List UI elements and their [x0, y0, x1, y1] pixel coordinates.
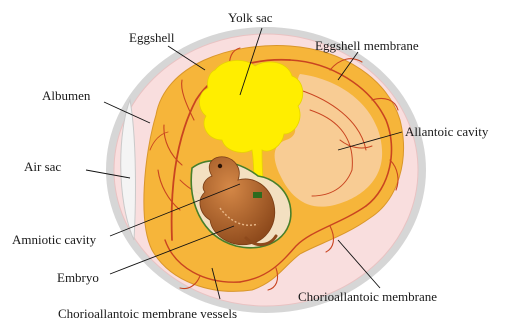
label-eggshell-membrane: Eggshell membrane — [315, 38, 419, 53]
yolk-stalk — [253, 192, 262, 198]
label-albumen: Albumen — [42, 88, 91, 103]
label-eggshell: Eggshell — [129, 30, 175, 45]
label-chorioallantoic-membrane: Chorioallantoic membrane — [298, 289, 437, 304]
label-allantoic-cavity: Allantoic cavity — [405, 124, 489, 139]
label-embryo: Embryo — [57, 270, 99, 285]
label-amniotic-cavity: Amniotic cavity — [12, 232, 97, 247]
label-yolk-sac: Yolk sac — [228, 10, 273, 25]
label-chorioallantoic-membrane-vessels: Chorioallantoic membrane vessels — [58, 306, 237, 321]
label-air-sac: Air sac — [24, 159, 61, 174]
